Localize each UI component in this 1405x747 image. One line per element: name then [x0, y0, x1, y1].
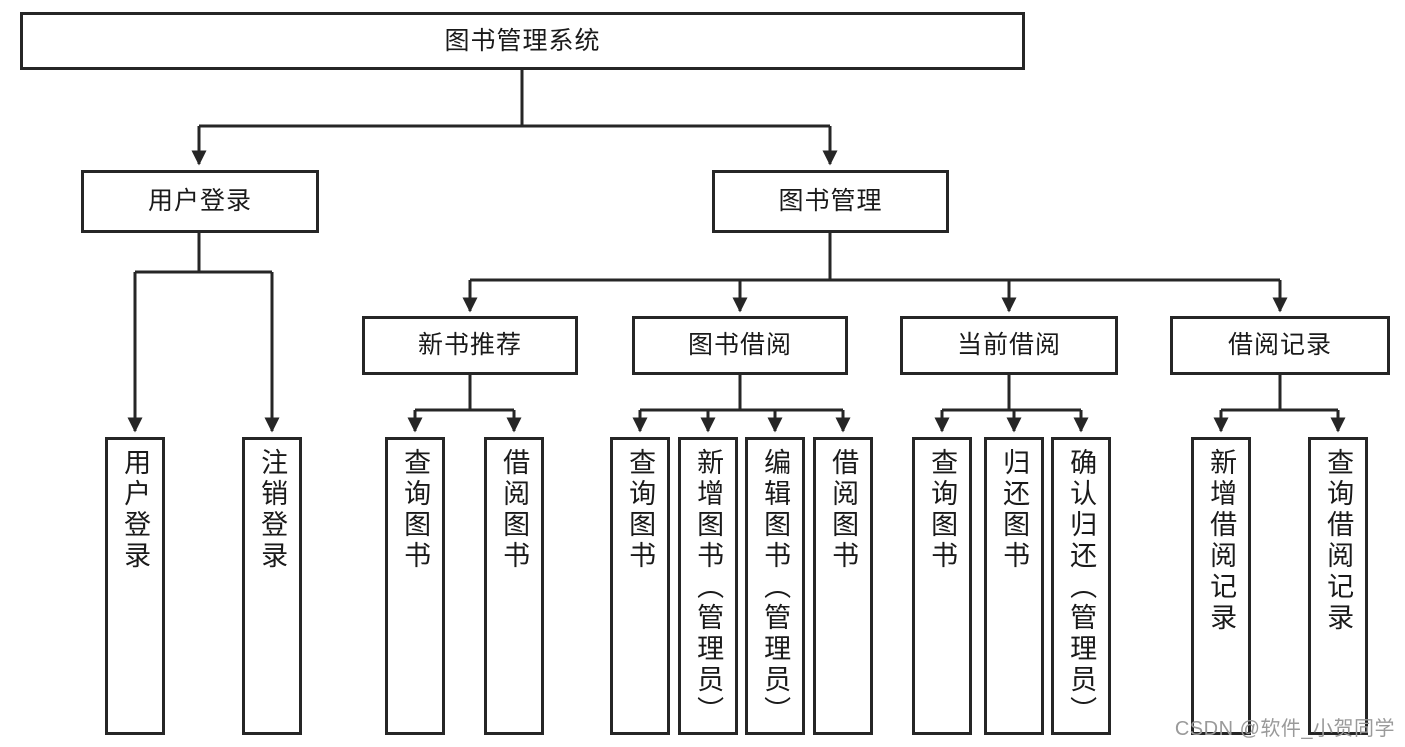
node-current-borrow[interactable]: 当前借阅	[900, 316, 1118, 375]
leaf-add-book-label: 新增图书（管理员）	[693, 448, 724, 727]
leaf-query-book-3[interactable]: 查询图书	[912, 437, 972, 735]
leaf-query-book-3-label: 查询图书	[927, 448, 958, 572]
node-borrow-record[interactable]: 借阅记录	[1170, 316, 1390, 375]
leaf-logout-label: 注销登录	[257, 448, 288, 572]
node-new-book-recommend-label: 新书推荐	[417, 331, 522, 360]
leaf-user-login-label: 用户登录	[120, 448, 151, 572]
leaf-borrow-book-1[interactable]: 借阅图书	[484, 437, 544, 735]
node-book-management-label: 图书管理	[778, 187, 883, 216]
leaf-query-book-1[interactable]: 查询图书	[385, 437, 445, 735]
node-book-borrow-label: 图书借阅	[687, 331, 792, 360]
leaf-add-record[interactable]: 新增借阅记录	[1191, 437, 1251, 735]
leaf-add-book[interactable]: 新增图书（管理员）	[678, 437, 738, 735]
node-root[interactable]: 图书管理系统	[20, 12, 1025, 70]
node-book-management[interactable]: 图书管理	[712, 170, 949, 233]
leaf-return-book[interactable]: 归还图书	[984, 437, 1044, 735]
leaf-return-book-label: 归还图书	[999, 448, 1030, 572]
node-borrow-record-label: 借阅记录	[1227, 331, 1332, 360]
leaf-edit-book[interactable]: 编辑图书（管理员）	[745, 437, 805, 735]
leaf-query-record-label: 查询借阅记录	[1323, 448, 1354, 634]
node-user-login[interactable]: 用户登录	[81, 170, 319, 233]
leaf-query-book-2[interactable]: 查询图书	[610, 437, 670, 735]
leaf-logout[interactable]: 注销登录	[242, 437, 302, 735]
leaf-query-record[interactable]: 查询借阅记录	[1308, 437, 1368, 735]
node-new-book-recommend[interactable]: 新书推荐	[362, 316, 578, 375]
node-root-label: 图书管理系统	[444, 26, 601, 55]
leaf-borrow-book-1-label: 借阅图书	[499, 448, 530, 572]
node-user-login-label: 用户登录	[147, 187, 252, 216]
leaf-query-book-1-label: 查询图书	[400, 448, 431, 572]
csdn-watermark: CSDN @软件_小贺同学	[1174, 718, 1395, 740]
leaf-confirm-return[interactable]: 确认归还（管理员）	[1051, 437, 1111, 735]
leaf-borrow-book-2[interactable]: 借阅图书	[813, 437, 873, 735]
leaf-query-book-2-label: 查询图书	[625, 448, 656, 572]
leaf-confirm-return-label: 确认归还（管理员）	[1066, 448, 1097, 727]
leaf-borrow-book-2-label: 借阅图书	[828, 448, 859, 572]
node-book-borrow[interactable]: 图书借阅	[632, 316, 848, 375]
leaf-user-login[interactable]: 用户登录	[105, 437, 165, 735]
node-current-borrow-label: 当前借阅	[956, 331, 1061, 360]
leaf-add-record-label: 新增借阅记录	[1206, 448, 1237, 634]
leaf-edit-book-label: 编辑图书（管理员）	[760, 448, 791, 727]
